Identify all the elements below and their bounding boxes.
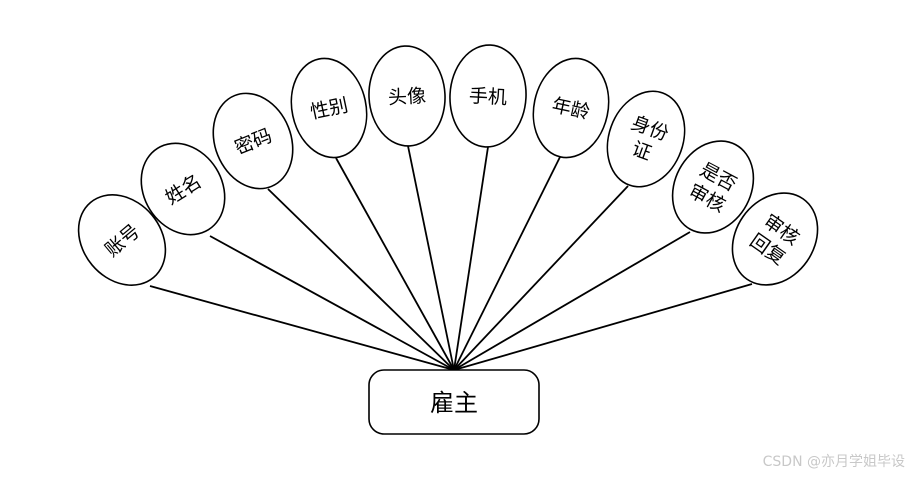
attribute-node: 姓名 bbox=[140, 142, 226, 236]
attribute-ellipse bbox=[140, 142, 226, 236]
connector-line bbox=[149, 285, 455, 371]
attribute-node: 手机 bbox=[449, 44, 527, 148]
attribute-ellipse bbox=[449, 44, 527, 148]
connector-line bbox=[335, 157, 455, 371]
connector-line bbox=[453, 156, 561, 371]
attribute-ellipse bbox=[290, 57, 368, 159]
attribute-ellipse bbox=[77, 194, 167, 286]
attribute-node: 头像 bbox=[368, 45, 446, 147]
attribute-label: 头像 bbox=[387, 85, 426, 109]
connector-line bbox=[267, 188, 455, 371]
connector-line bbox=[453, 231, 691, 371]
entity-label: 雇主 bbox=[430, 389, 478, 417]
attribute-ellipse bbox=[606, 90, 686, 188]
attribute-ellipse bbox=[212, 92, 294, 190]
attributes: 账号姓名密码性别头像 手机 年龄身份证是否审核审核回复 bbox=[77, 44, 819, 286]
attribute-node: 性别 bbox=[290, 57, 368, 159]
entity-box bbox=[368, 369, 540, 435]
connector-line bbox=[453, 146, 489, 371]
attribute-ellipse bbox=[368, 45, 446, 147]
attribute-node: 账号 bbox=[77, 194, 167, 286]
connector-line bbox=[453, 283, 753, 371]
attribute-node: 年龄 bbox=[532, 57, 610, 159]
attribute-label: 手机 bbox=[468, 85, 507, 109]
connector-line bbox=[407, 145, 455, 371]
attribute-ellipse bbox=[671, 140, 755, 234]
attribute-node: 密码 bbox=[212, 92, 294, 190]
connector-line bbox=[453, 185, 629, 371]
connector-line bbox=[209, 235, 455, 371]
watermark: CSDN @亦月学姐毕设 bbox=[762, 454, 905, 470]
connectors bbox=[149, 145, 753, 371]
attribute-node: 身份证 bbox=[606, 90, 686, 188]
attribute-ellipse bbox=[731, 192, 819, 286]
entity-employer: 雇主 bbox=[368, 369, 540, 435]
